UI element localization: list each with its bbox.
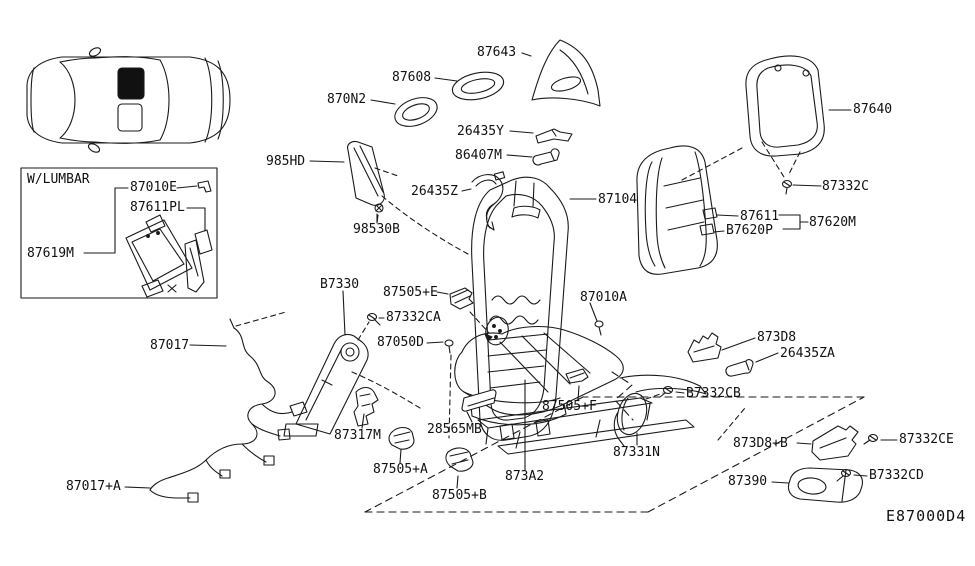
- cover-87331n: [616, 392, 648, 436]
- seat-back-trim-87611: [636, 145, 809, 275]
- cover-87390: [787, 467, 864, 503]
- part-label-26435y: 26435Y: [457, 124, 504, 139]
- cable-26435z: [461, 171, 506, 231]
- inset-title: W/LUMBAR: [27, 172, 90, 187]
- clip-87505-b: [445, 447, 474, 472]
- part-label-87332c: 87332C: [822, 179, 869, 194]
- part-86407m: [532, 148, 560, 166]
- part-label-870n2: 870N2: [327, 92, 367, 107]
- part-label-28565mb: 28565MB: [427, 422, 482, 437]
- label-leaders-top: [370, 52, 534, 224]
- screw-98530b: [374, 203, 384, 213]
- part-label-87332ca: 87332CA: [386, 310, 441, 325]
- dashed-group-outline: [364, 371, 865, 513]
- part-label-87010a: 87010A: [580, 290, 627, 305]
- lumbar-inset-illustration: [20, 167, 218, 299]
- highlighted-front-seat: [117, 67, 145, 100]
- car-top-view-illustration: [26, 47, 231, 153]
- right-brackets: [659, 332, 898, 503]
- part-26435za: [725, 359, 754, 377]
- clip-87010e: [197, 180, 212, 193]
- part-label-87331n: 87331N: [613, 445, 660, 460]
- part-label-87611pl: 87611PL: [130, 200, 185, 215]
- part-label-86407m: 86407M: [455, 148, 502, 163]
- side-frame-b7330: [283, 290, 421, 437]
- part-label-87505-e: 87505+E: [383, 285, 438, 300]
- part-label-87643: 87643: [477, 45, 517, 60]
- part-87643: [531, 39, 601, 107]
- harness-87017: [124, 311, 308, 503]
- bracket-87505-f: [565, 368, 589, 384]
- part-label-b7620p: B7620P: [726, 223, 773, 238]
- part-label-87505-f: 87505+F: [542, 399, 597, 414]
- part-label-873d8-b: 873D8+B: [733, 436, 788, 451]
- part-label-87017-a: 87017+A: [66, 479, 121, 494]
- clip-87505-e: [449, 287, 474, 310]
- back-frame-87104: [471, 176, 597, 441]
- headrest-trim-parts: [394, 39, 601, 166]
- part-26435y: [535, 128, 573, 144]
- side-airbag-985hd: [309, 140, 469, 255]
- part-label-b7330: B7330: [320, 277, 360, 292]
- part-label-87050d: 87050D: [377, 335, 424, 350]
- part-label-87619m: 87619M: [27, 246, 74, 261]
- part-label-b7332cd: B7332CD: [869, 468, 924, 483]
- screw-87332ce: [867, 433, 879, 443]
- back-panel-87640: [681, 55, 852, 195]
- screw-87332ca: [366, 312, 378, 322]
- part-label-87505-a: 87505+A: [373, 462, 428, 477]
- car-mirror-icon: [87, 143, 101, 153]
- part-label-87611: 87611: [740, 209, 780, 224]
- bracket-873d8-b: [811, 425, 859, 461]
- part-label-87010e: 87010E: [130, 180, 177, 195]
- bolt-87010a: [594, 320, 604, 328]
- part-label-873d8: 873D8: [757, 330, 797, 345]
- clip-87505-a: [388, 426, 415, 450]
- part-label-26435za: 26435ZA: [780, 346, 835, 361]
- part-label-873a2: 873A2: [505, 469, 545, 484]
- small-parts-bottom: [353, 287, 664, 472]
- part-label-87317m: 87317M: [334, 428, 381, 443]
- pad-28565mb: [461, 389, 497, 412]
- part-label-87620m: 87620M: [809, 215, 856, 230]
- bracket-87317m: [353, 386, 379, 427]
- part-label-87505-b: 87505+B: [432, 488, 487, 503]
- part-label-985hd: 985HD: [266, 154, 306, 169]
- part-label-26435z: 26435Z: [411, 184, 458, 199]
- part-label-87390: 87390: [728, 474, 768, 489]
- screw-b7332cb: [662, 385, 674, 395]
- part-label-87017: 87017: [150, 338, 190, 353]
- part-87608: [451, 71, 505, 101]
- bolt-87050d: [444, 339, 454, 347]
- part-label-87608: 87608: [392, 70, 432, 85]
- diagram-code: E87000D4: [886, 507, 967, 525]
- part-87611pl: [194, 229, 213, 255]
- part-label-87640: 87640: [853, 102, 893, 117]
- part-label-98530b: 98530B: [353, 222, 400, 237]
- other-front-seat: [117, 103, 143, 132]
- car-mirror-icon: [88, 47, 102, 57]
- part-label-87332ce: 87332CE: [899, 432, 954, 447]
- part-label-b7332cb: B7332CB: [686, 386, 741, 401]
- part-label-87104: 87104: [598, 192, 638, 207]
- part-870n2: [394, 97, 438, 127]
- bracket-873d8: [687, 332, 722, 363]
